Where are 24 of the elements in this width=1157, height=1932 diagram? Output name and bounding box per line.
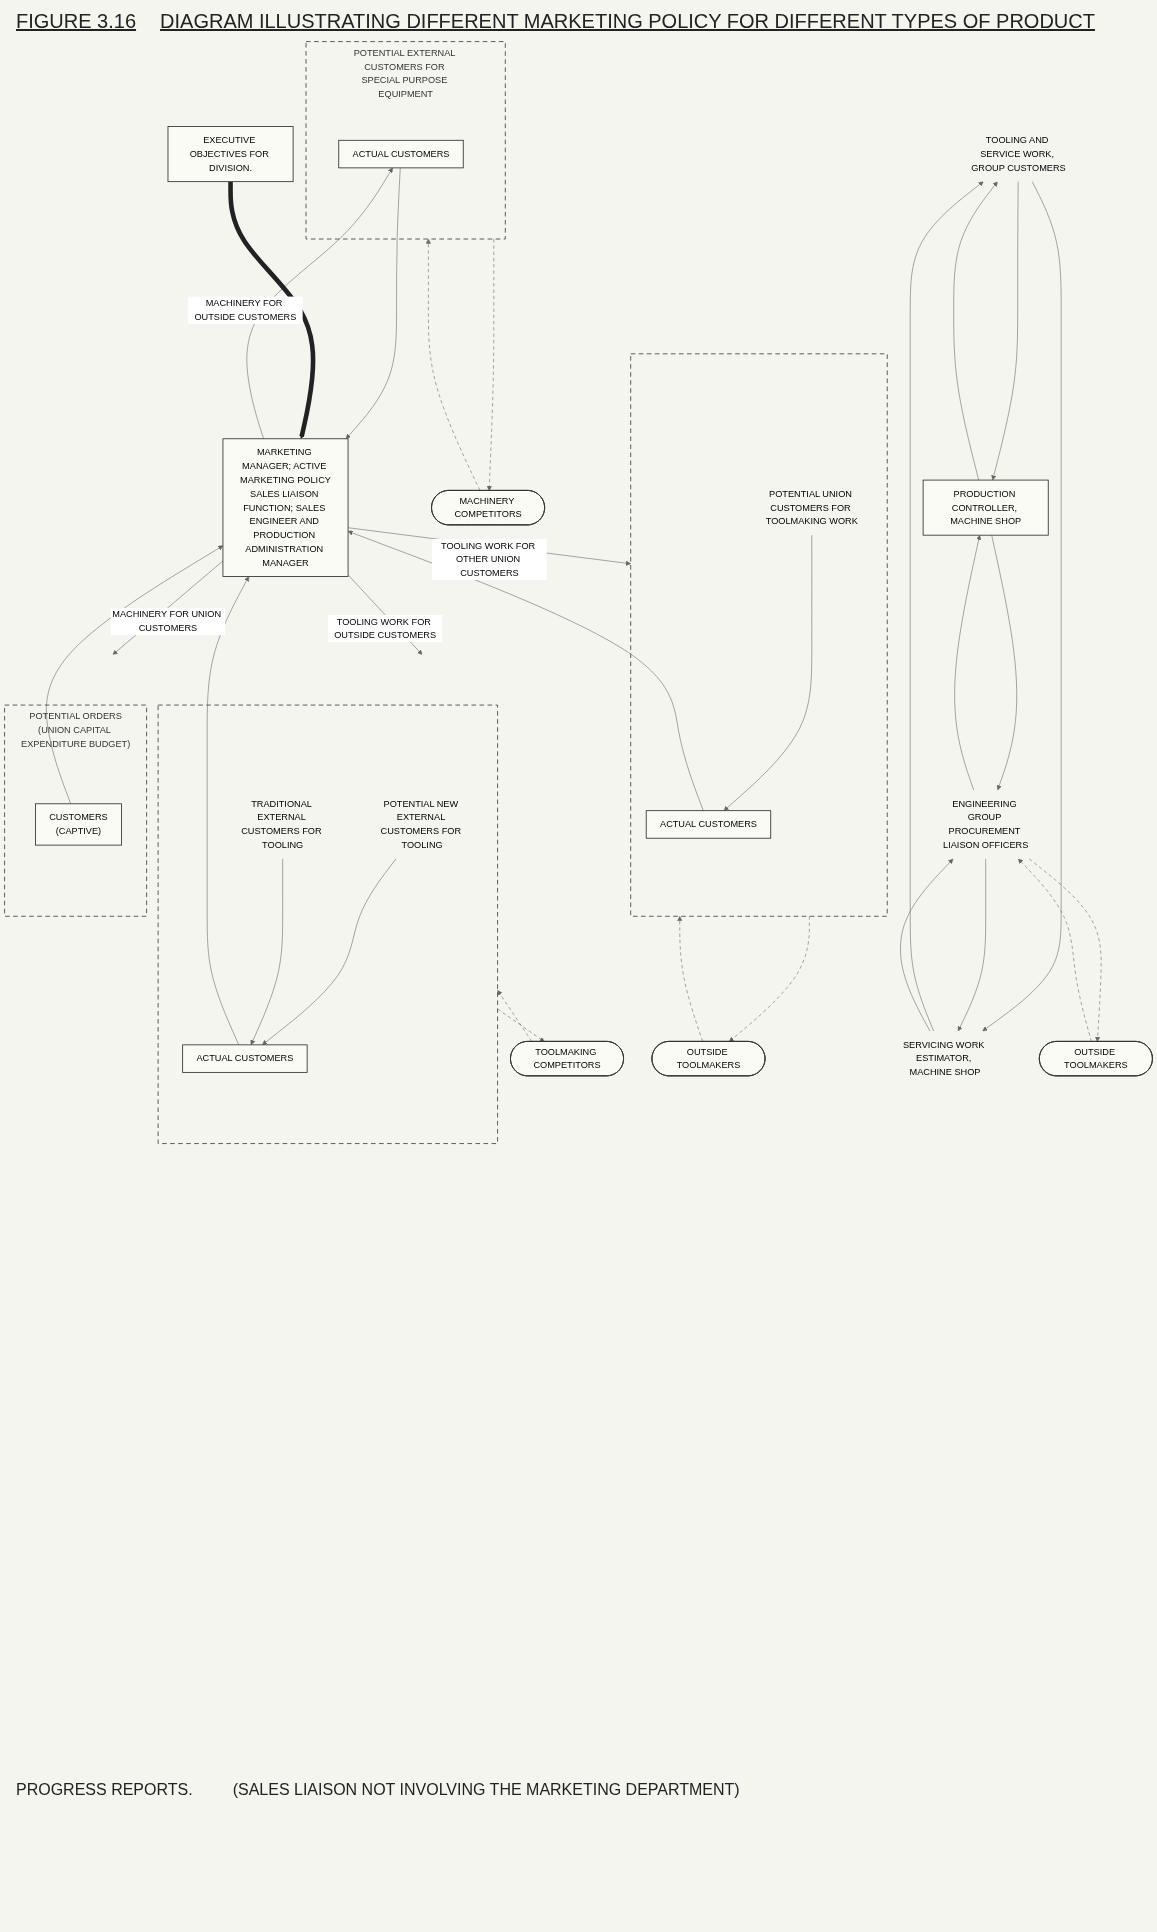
diagram-title: DIAGRAM ILLUSTRATING DIFFERENT MARKETING POLICY FOR DIFFERENT TYPES OF PRODUCT bbox=[160, 10, 1095, 33]
node-box: ACTUAL CUSTOMERS bbox=[338, 139, 464, 169]
node-box: PRODUCTION CONTROLLER, MACHINE SHOP bbox=[922, 479, 1049, 536]
node-box: CUSTOMERS (CAPTIVE) bbox=[35, 803, 122, 846]
edge-label: TOOLING WORK FOR OTHER UNION CUSTOMERS bbox=[441, 540, 536, 578]
edge-label: MACHINERY FOR UNION CUSTOMERS bbox=[112, 609, 222, 633]
node-text: ENGINEERING GROUP PROCUREMENT LIAISON OFFICERS bbox=[943, 798, 1029, 850]
node-text: TRADITIONAL EXTERNAL CUSTOMERS FOR TOOLING bbox=[241, 798, 322, 850]
figure-number: FIGURE 3.16 bbox=[16, 10, 137, 33]
edge-label: TOOLING WORK FOR OUTSIDE CUSTOMERS bbox=[334, 616, 437, 640]
node-text: TOOLING AND SERVICE WORK, GROUP CUSTOMERS bbox=[971, 135, 1066, 173]
cluster bbox=[630, 353, 888, 917]
cluster bbox=[157, 704, 498, 1144]
arrow bbox=[228, 181, 316, 439]
edge-label: MACHINERY FOR OUTSIDE CUSTOMERS bbox=[194, 298, 297, 322]
note-text: (SALES LIAISON NOT INVOLVING THE MARKETING DEPARTMENT) bbox=[232, 1781, 740, 1799]
node-text: POTENTIAL UNION CUSTOMERS FOR TOOLMAKING WORK bbox=[765, 488, 858, 526]
node-box: EXECUTIVE OBJECTIVES FOR DIVISION. bbox=[167, 126, 294, 183]
node-text: SERVICING WORK ESTIMATOR, MACHINE SHOP bbox=[902, 1039, 985, 1077]
note-text: PROGRESS REPORTS. bbox=[16, 1781, 193, 1799]
node-text: POTENTIAL NEW EXTERNAL CUSTOMERS FOR TOOLING bbox=[380, 798, 462, 850]
node-box: ACTUAL CUSTOMERS bbox=[645, 810, 772, 839]
node-box: ACTUAL CUSTOMERS bbox=[182, 1044, 308, 1073]
node-box: MARKETING MANAGER; ACTIVE MARKETING POLICY SALES LIAISON FUNCTION; SALES ENGINEER AND PRODUCTION ADMINISTRATION MANAGER bbox=[222, 438, 349, 577]
